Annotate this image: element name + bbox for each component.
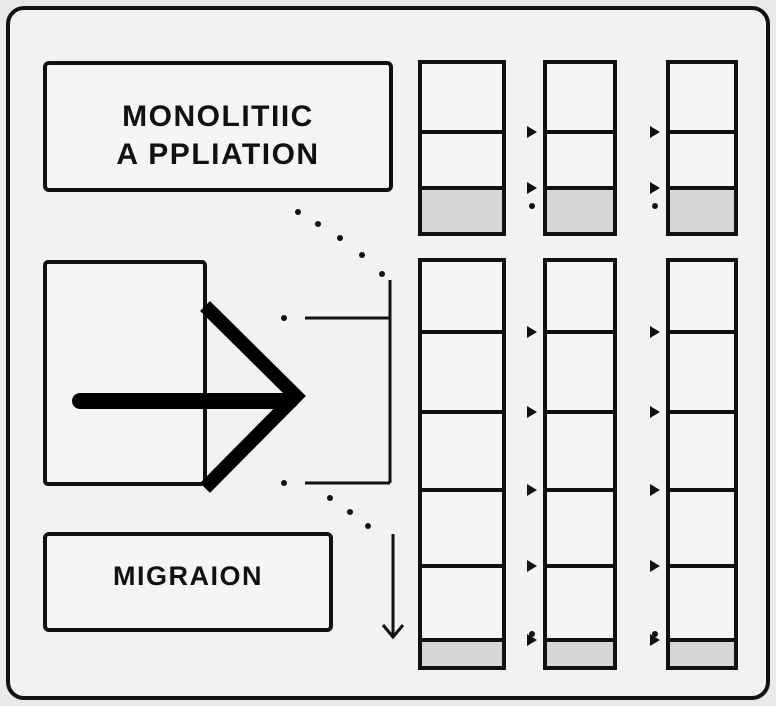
service-cell	[666, 330, 738, 414]
migration-label: MIGRAION	[113, 561, 263, 591]
flow-dot	[529, 631, 535, 637]
service-cell	[543, 564, 617, 642]
service-column-3-top	[666, 60, 738, 236]
service-cell	[418, 186, 506, 236]
migration-box	[43, 532, 333, 632]
service-cell	[543, 638, 617, 670]
flow-arrow-icon	[650, 560, 660, 572]
flow-arrow-icon	[527, 182, 537, 194]
flow-arrow-icon	[527, 634, 537, 646]
migration-arrow-icon	[72, 301, 306, 493]
down-arrow-icon	[381, 534, 405, 640]
service-cell	[418, 130, 506, 190]
flow-arrow-icon	[650, 182, 660, 194]
flow-dot	[529, 203, 535, 209]
service-cell	[543, 186, 617, 236]
monolithic-line-2: A PPLIATION	[116, 137, 320, 171]
service-cell	[543, 60, 617, 134]
monolithic-line-1: MONOLITIIC	[122, 100, 314, 133]
flow-arrow-icon	[527, 406, 537, 418]
flow-arrow-icon	[650, 326, 660, 338]
flow-arrow-icon	[527, 484, 537, 496]
monolithic-application-label: MONOLITIIC A PPLIATION	[45, 98, 391, 173]
service-column-2-bottom	[543, 258, 617, 670]
service-cell	[543, 258, 617, 334]
service-cell	[418, 410, 506, 492]
service-grid	[418, 60, 738, 670]
flow-arrow-icon	[527, 560, 537, 572]
flow-arrow-icon	[527, 326, 537, 338]
dotted-connector-top	[295, 209, 385, 277]
flow-dot	[652, 631, 658, 637]
service-cell	[418, 330, 506, 414]
dotted-connector-bottom	[327, 495, 371, 529]
service-cell	[666, 488, 738, 568]
service-cell	[543, 410, 617, 492]
monolith-block	[43, 260, 207, 486]
service-cell	[418, 638, 506, 670]
service-cell	[418, 564, 506, 642]
flow-arrow-icon	[527, 126, 537, 138]
service-cell	[418, 258, 506, 334]
connector-bracket	[281, 280, 392, 486]
flow-arrow-icon	[650, 634, 660, 646]
flow-arrow-icon	[650, 126, 660, 138]
flow-dot	[652, 203, 658, 209]
flow-arrow-icon	[650, 406, 660, 418]
service-cell	[666, 258, 738, 334]
service-cell	[418, 488, 506, 568]
service-cell	[666, 410, 738, 492]
service-cell	[666, 564, 738, 642]
service-cell	[543, 130, 617, 190]
service-column-3-bottom	[666, 258, 738, 670]
service-column-1-bottom	[418, 258, 506, 670]
service-cell	[666, 638, 738, 670]
service-cell	[418, 60, 506, 134]
flow-arrow-icon	[650, 484, 660, 496]
monolithic-application-box	[43, 61, 393, 192]
service-column-2-top	[543, 60, 617, 236]
service-column-1-top	[418, 60, 506, 236]
service-cell	[543, 330, 617, 414]
service-cell	[666, 60, 738, 134]
service-cell	[666, 130, 738, 190]
service-cell	[666, 186, 738, 236]
service-cell	[543, 488, 617, 568]
